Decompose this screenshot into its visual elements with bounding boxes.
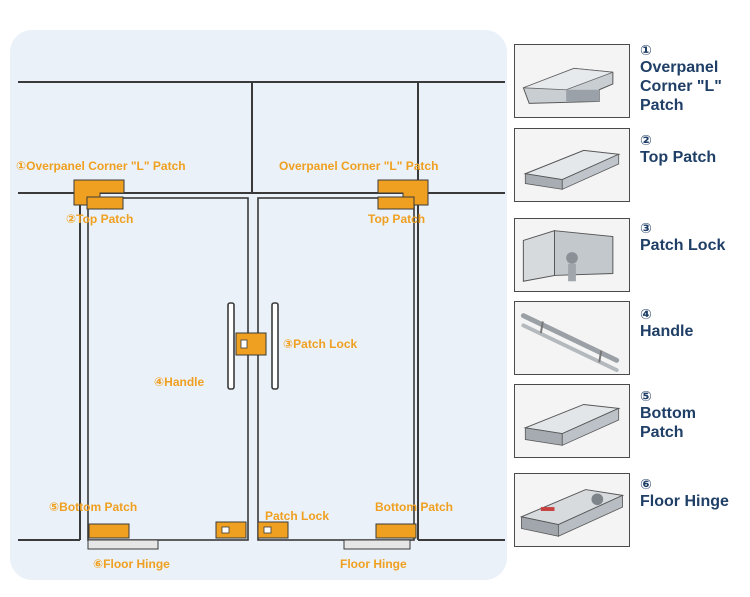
floor-hinge-photo — [514, 473, 630, 547]
bottom-lock-slot-b — [263, 526, 272, 534]
patch-lock-bottom-right — [257, 521, 289, 539]
label-bottom-patch-right: Bottom Patch — [375, 500, 453, 514]
left-door-leaf — [87, 197, 249, 541]
right-handle-bar — [271, 302, 279, 390]
label-floor-hinge-right: Floor Hinge — [340, 557, 407, 571]
part-label-patch-lock: ③ Patch Lock — [640, 220, 725, 255]
patch-lock-middle — [235, 332, 267, 356]
label-patch-lock-middle: ③Patch Lock — [283, 337, 358, 351]
top-patch-right — [377, 196, 415, 210]
label-overpanel-left: ①Overpanel Corner "L" Patch — [16, 159, 186, 173]
bottom-patch-right — [375, 523, 417, 539]
label-patch-lock-bottom: Patch Lock — [265, 509, 330, 523]
overpanel-corner-l-patch-photo — [514, 44, 630, 118]
part-number: ① — [640, 42, 652, 58]
bottom-lock-slot-a — [221, 526, 230, 534]
floor-hinge-right — [343, 539, 411, 550]
part-name: Overpanel Corner "L" Patch — [640, 59, 722, 114]
part-name: Top Patch — [640, 149, 717, 166]
part-label-overpanel: ① Overpanel Corner "L" Patch — [640, 42, 740, 115]
label-floor-hinge-left: ⑥Floor Hinge — [93, 557, 170, 571]
part-number: ⑤ — [640, 388, 652, 404]
bottom-patch-left — [88, 523, 130, 539]
bottom-patch-photo — [514, 384, 630, 458]
label-top-patch-right: Top Patch — [368, 212, 426, 226]
floor-hinge-left — [87, 539, 159, 550]
part-label-handle: ④ Handle — [640, 306, 693, 341]
part-number: ③ — [640, 220, 652, 236]
lock-keyhole — [240, 339, 248, 349]
part-name: Floor Hinge — [640, 493, 729, 510]
part-number: ② — [640, 132, 652, 148]
part-label-floor-hinge: ⑥ Floor Hinge — [640, 476, 729, 511]
right-door-leaf — [257, 197, 415, 541]
part-label-bottom-patch: ⑤ Bottom Patch — [640, 388, 710, 442]
label-handle: ④Handle — [154, 375, 205, 389]
top-patch-left — [86, 196, 124, 210]
part-number: ④ — [640, 306, 652, 322]
label-bottom-patch-left: ⑤Bottom Patch — [49, 500, 138, 514]
part-name: Patch Lock — [640, 237, 726, 254]
top-patch-photo — [514, 128, 630, 202]
label-overpanel-right: Overpanel Corner "L" Patch — [279, 159, 439, 173]
patch-lock-bottom-left — [215, 521, 247, 539]
part-name: Handle — [640, 323, 694, 340]
left-handle-bar — [227, 302, 235, 390]
patch-lock-photo — [514, 218, 630, 292]
part-name: Bottom Patch — [640, 405, 696, 441]
handle-photo — [514, 301, 630, 375]
part-label-top-patch: ② Top Patch — [640, 132, 716, 167]
part-number: ⑥ — [640, 476, 652, 492]
label-top-patch-left: ②Top Patch — [66, 212, 134, 226]
